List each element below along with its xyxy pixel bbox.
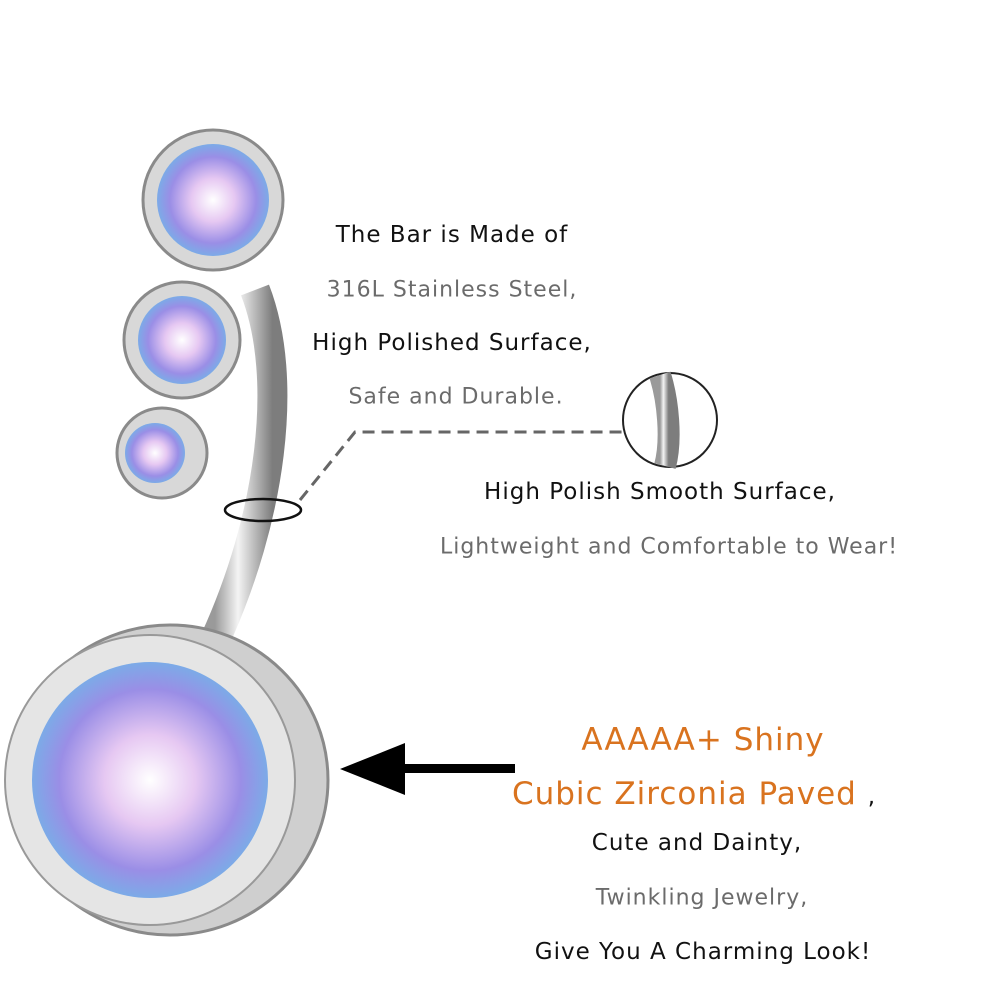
- bar-text-line3: High Polished Surface,: [312, 330, 592, 356]
- bar-text-line4: Safe and Durable.: [348, 384, 564, 410]
- gem-text-line2: Cubic Zirconia Paved ,: [512, 776, 876, 812]
- bar-ring-marker: [223, 497, 303, 523]
- gem-text-line5: Give You A Charming Look!: [534, 939, 872, 965]
- bottom-gem: [4, 623, 330, 937]
- arrow-icon: [340, 743, 515, 795]
- top-gem-medium: [122, 280, 242, 400]
- gem-text-line4: Twinkling Jewelry,: [595, 885, 809, 911]
- curved-bar: [201, 284, 288, 647]
- dashed-callout-line: [298, 430, 625, 501]
- gem-text-line2-main: Cubic Zirconia Paved: [511, 776, 857, 812]
- polish-text-line2: Lightweight and Comfortable to Wear!: [439, 534, 899, 560]
- polish-text-line1: High Polish Smooth Surface,: [484, 479, 836, 505]
- bar-text-line2: 316L Stainless Steel,: [326, 277, 578, 303]
- bar-closeup-circle: [622, 371, 718, 469]
- gem-text-line3: Cute and Dainty,: [591, 830, 803, 856]
- gem-text-line2-comma: ,: [867, 784, 877, 810]
- bar-text-line1: The Bar is Made of: [335, 222, 569, 248]
- top-gem-large: [141, 128, 285, 272]
- top-gem-small: [115, 406, 209, 500]
- gem-text-line1: AAAAA+ Shiny: [581, 722, 825, 758]
